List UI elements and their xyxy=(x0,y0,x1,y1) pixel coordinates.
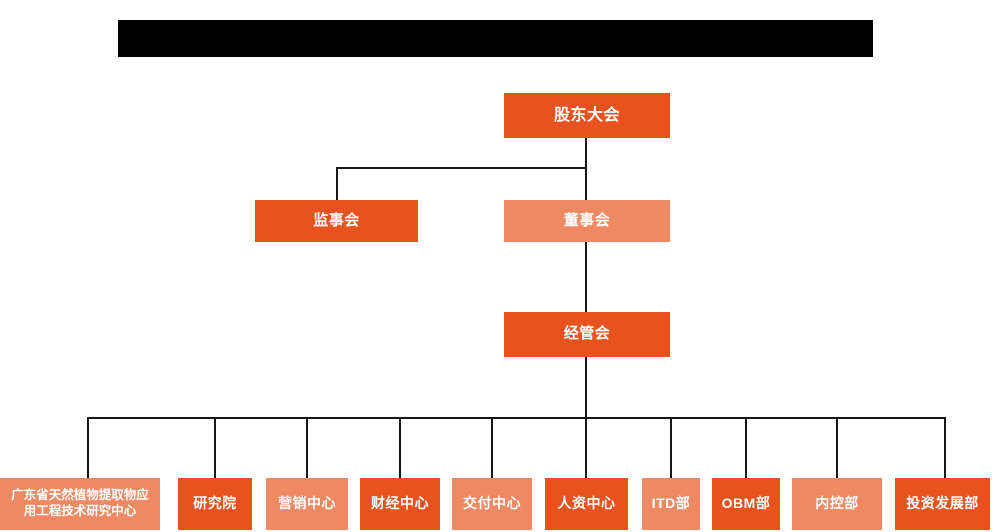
node-management-committee[interactable]: 经管会 xyxy=(504,312,670,357)
node-shareholders[interactable]: 股东大会 xyxy=(504,93,670,138)
node-itd-dept[interactable]: ITD部 xyxy=(642,478,700,530)
connector-supervisors-drop xyxy=(336,167,338,200)
redacted-title-banner xyxy=(118,20,873,57)
connector-drop-finance-center xyxy=(399,417,401,478)
connector-drop-research-institute xyxy=(214,417,216,478)
connector-drop-gd-research-center xyxy=(87,417,89,478)
node-internal-control-dept[interactable]: 内控部 xyxy=(792,478,882,530)
node-marketing-center[interactable]: 营销中心 xyxy=(266,478,348,530)
connector-drop-obm-dept xyxy=(745,417,747,478)
connector-drop-hr-center xyxy=(585,417,587,478)
node-obm-dept[interactable]: OBM部 xyxy=(712,478,780,530)
connector-drop-itd-dept xyxy=(670,417,672,478)
connector-drop-delivery-center xyxy=(491,417,493,478)
connector-directors-to-management xyxy=(585,242,587,312)
node-finance-center[interactable]: 财经中心 xyxy=(360,478,440,530)
connector-drop-marketing-center xyxy=(306,417,308,478)
connector-department-bus xyxy=(87,417,946,419)
node-gd-research-center-line1: 广东省天然植物提取物应 xyxy=(11,488,149,503)
connector-shareholders-vertical xyxy=(585,138,587,222)
node-delivery-center[interactable]: 交付中心 xyxy=(452,478,532,530)
connector-management-to-bus xyxy=(585,357,587,418)
node-investment-development-dept[interactable]: 投资发展部 xyxy=(895,478,990,530)
connector-drop-internal-control-dept xyxy=(836,417,838,478)
node-hr-center[interactable]: 人资中心 xyxy=(545,478,628,530)
connector-shareholders-to-supervisors-horizontal xyxy=(336,167,587,169)
node-directors[interactable]: 董事会 xyxy=(504,200,670,242)
node-gd-research-center[interactable]: 广东省天然植物提取物应 用工程技术研究中心 xyxy=(0,478,160,530)
connector-drop-investment-development-dept xyxy=(944,417,946,478)
node-supervisors[interactable]: 监事会 xyxy=(255,200,418,242)
node-research-institute[interactable]: 研究院 xyxy=(178,478,252,530)
node-gd-research-center-line2: 用工程技术研究中心 xyxy=(23,504,137,518)
